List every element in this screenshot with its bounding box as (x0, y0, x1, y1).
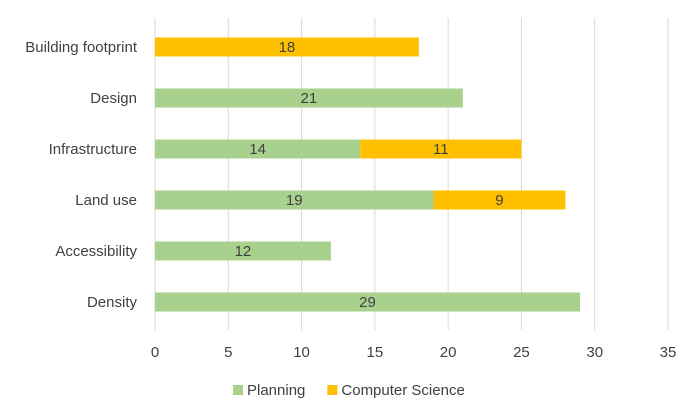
x-tick-label-3: 15 (367, 344, 384, 361)
data-label-0-series-1: 18 (279, 39, 296, 56)
legend-label-0: Planning (247, 382, 305, 399)
data-label-2-series-1: 11 (433, 141, 449, 158)
category-label-0: Building footprint (25, 39, 138, 56)
gridlines (154, 18, 669, 330)
bars (155, 37, 581, 312)
bar-2-series-0 (155, 139, 361, 159)
bar-0-series-1 (155, 37, 419, 57)
x-tick-label-7: 35 (660, 344, 677, 361)
x-tick-label-6: 30 (586, 344, 603, 361)
category-label-2: Infrastructure (49, 141, 137, 158)
x-tick-label-1: 5 (224, 344, 232, 361)
x-tick-label-0: 0 (151, 344, 159, 361)
category-label-5: Density (87, 294, 138, 311)
bar-5-series-0 (155, 292, 581, 312)
bar-3-series-0 (155, 190, 434, 210)
x-tick-label-2: 10 (293, 344, 310, 361)
legend: Planning Computer Science (233, 382, 465, 399)
legend-label-1: Computer Science (341, 382, 464, 399)
bar-3-series-1 (433, 190, 566, 210)
data-label-3-series-1: 9 (495, 192, 503, 209)
data-label-1-series-0: 21 (301, 90, 318, 107)
bar-2-series-1 (360, 139, 522, 159)
bar-4-series-0 (155, 241, 331, 261)
data-labels: 18 21 14 11 19 9 12 29 (235, 39, 504, 311)
category-label-4: Accessibility (55, 243, 137, 260)
x-tick-label-5: 25 (513, 344, 530, 361)
legend-swatch-1 (327, 385, 338, 395)
category-label-1: Design (90, 90, 137, 107)
bar-1-series-0 (155, 88, 463, 108)
legend-swatch-0 (233, 385, 243, 395)
x-tick-labels: 0 5 10 15 20 25 30 35 (151, 344, 677, 361)
category-labels: Building footprintDesignInfrastructureLa… (25, 39, 138, 311)
data-label-3-series-0: 19 (286, 192, 303, 209)
category-label-3: Land use (75, 192, 137, 209)
data-label-5-series-0: 29 (359, 294, 376, 311)
data-label-2-series-0: 14 (249, 141, 266, 158)
x-tick-label-4: 20 (440, 344, 457, 361)
data-label-4-series-0: 12 (235, 243, 252, 260)
